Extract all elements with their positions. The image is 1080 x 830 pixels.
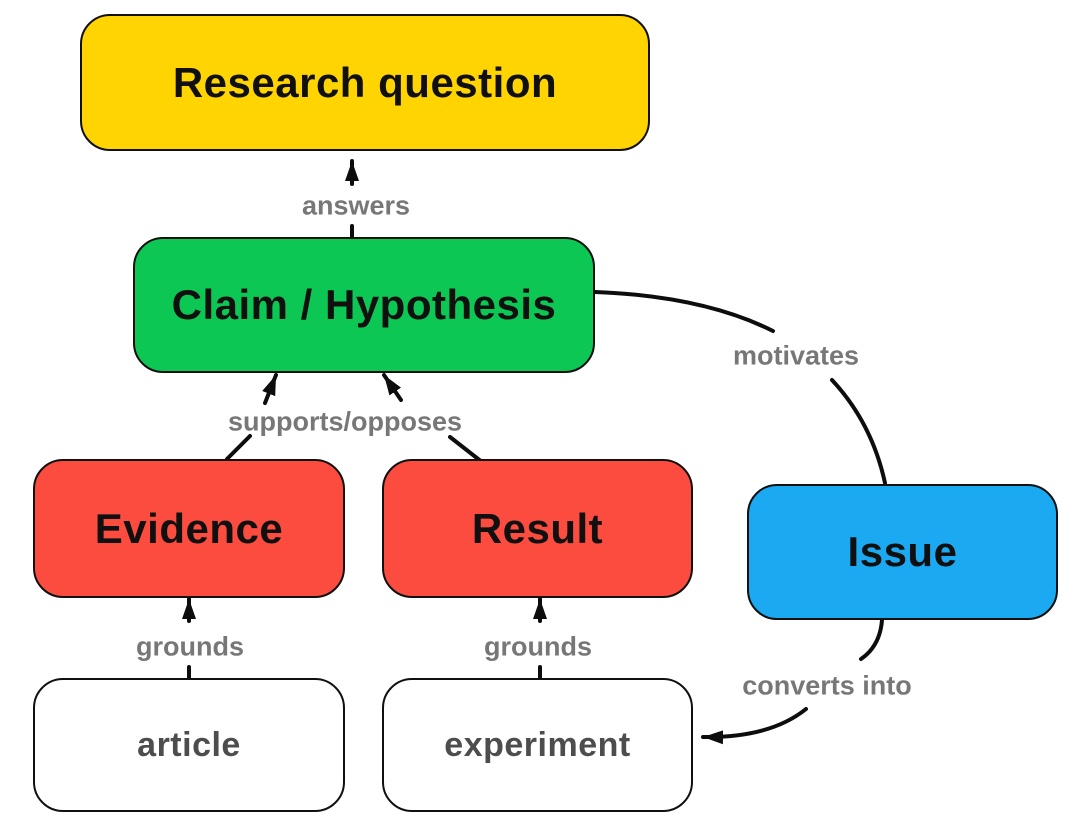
node-experiment-label: experiment (444, 725, 631, 764)
node-evidence[interactable]: Evidence (33, 459, 345, 598)
edge-label-converts-into: converts into (742, 670, 912, 701)
edge-motivates (593, 290, 887, 485)
edge-label-answers: answers (301, 190, 411, 221)
node-claim-hypothesis[interactable]: Claim / Hypothesis (133, 237, 595, 373)
edge-label-supports-opposes: supports/opposes (227, 406, 463, 437)
edge-supports-left (225, 373, 278, 461)
edge-label-grounds-left: grounds (136, 631, 244, 662)
node-research-question[interactable]: Research question (80, 14, 650, 151)
edge-supports-right (382, 373, 484, 464)
edge-label-motivates: motivates (732, 340, 860, 371)
node-result[interactable]: Result (382, 459, 693, 598)
edge-converts-into (701, 618, 884, 745)
node-evidence-label: Evidence (94, 504, 284, 552)
node-claim-hypothesis-label: Claim / Hypothesis (171, 281, 557, 328)
node-result-label: Result (471, 504, 604, 552)
node-issue[interactable]: Issue (747, 484, 1058, 620)
edge-label-grounds-right: grounds (484, 631, 592, 662)
node-article[interactable]: article (33, 678, 345, 812)
node-issue-label: Issue (847, 528, 958, 575)
node-research-question-label: Research question (172, 58, 558, 106)
node-article-label: article (137, 725, 241, 764)
node-experiment[interactable]: experiment (382, 678, 693, 812)
